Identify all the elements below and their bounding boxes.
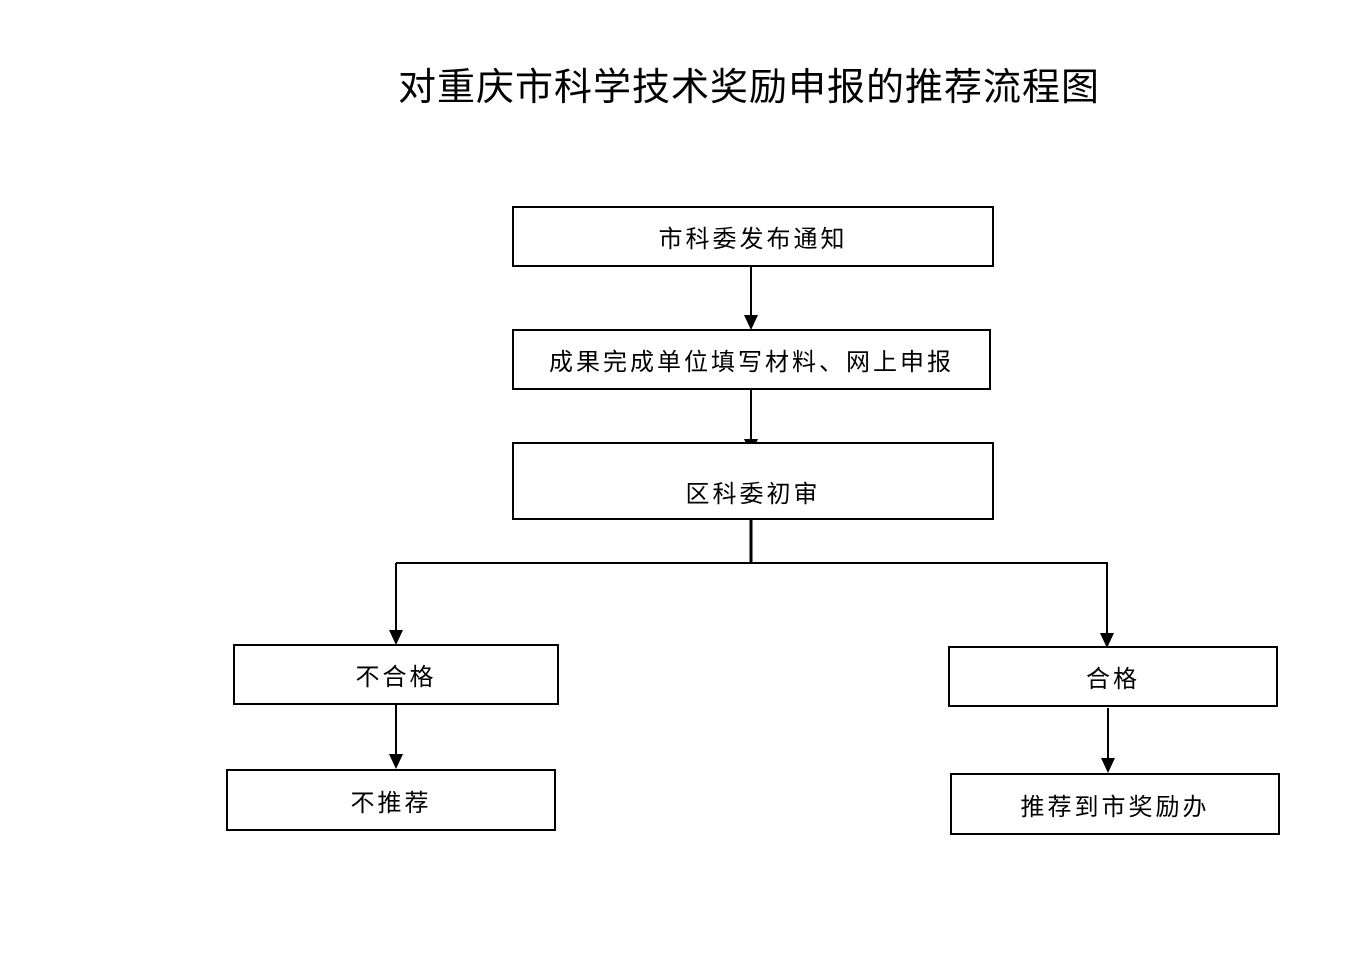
arrow-pass-to-recommend — [1101, 708, 1115, 773]
flowchart-title: 对重庆市科学技术奖励申报的推荐流程图 — [397, 65, 1100, 109]
node-submit-label: 成果完成单位填写材料、网上申报 — [549, 348, 954, 376]
node-recommend-label: 推荐到市奖励办 — [1020, 792, 1210, 821]
node-fail: 不合格 — [233, 644, 559, 705]
node-review-label: 区科委初审 — [685, 479, 821, 508]
node-no-recommend: 不推荐 — [226, 769, 556, 831]
branch-split — [396, 520, 1108, 564]
node-recommend: 推荐到市奖励办 — [950, 773, 1280, 835]
arrow-to-fail — [389, 563, 403, 645]
node-review: 区科委初审 — [512, 442, 994, 520]
node-notice-label: 市科委发布通知 — [658, 225, 848, 253]
arrow-notice-to-submit — [744, 267, 758, 330]
node-pass: 合格 — [948, 646, 1278, 707]
arrow-to-pass — [1100, 563, 1114, 648]
node-fail-label: 不合格 — [355, 663, 437, 691]
arrow-fail-to-no-recommend — [389, 705, 403, 769]
node-pass-label: 合格 — [1086, 665, 1140, 693]
node-submit: 成果完成单位填写材料、网上申报 — [512, 329, 991, 390]
node-notice: 市科委发布通知 — [512, 206, 994, 267]
node-no-recommend-label: 不推荐 — [350, 788, 432, 817]
